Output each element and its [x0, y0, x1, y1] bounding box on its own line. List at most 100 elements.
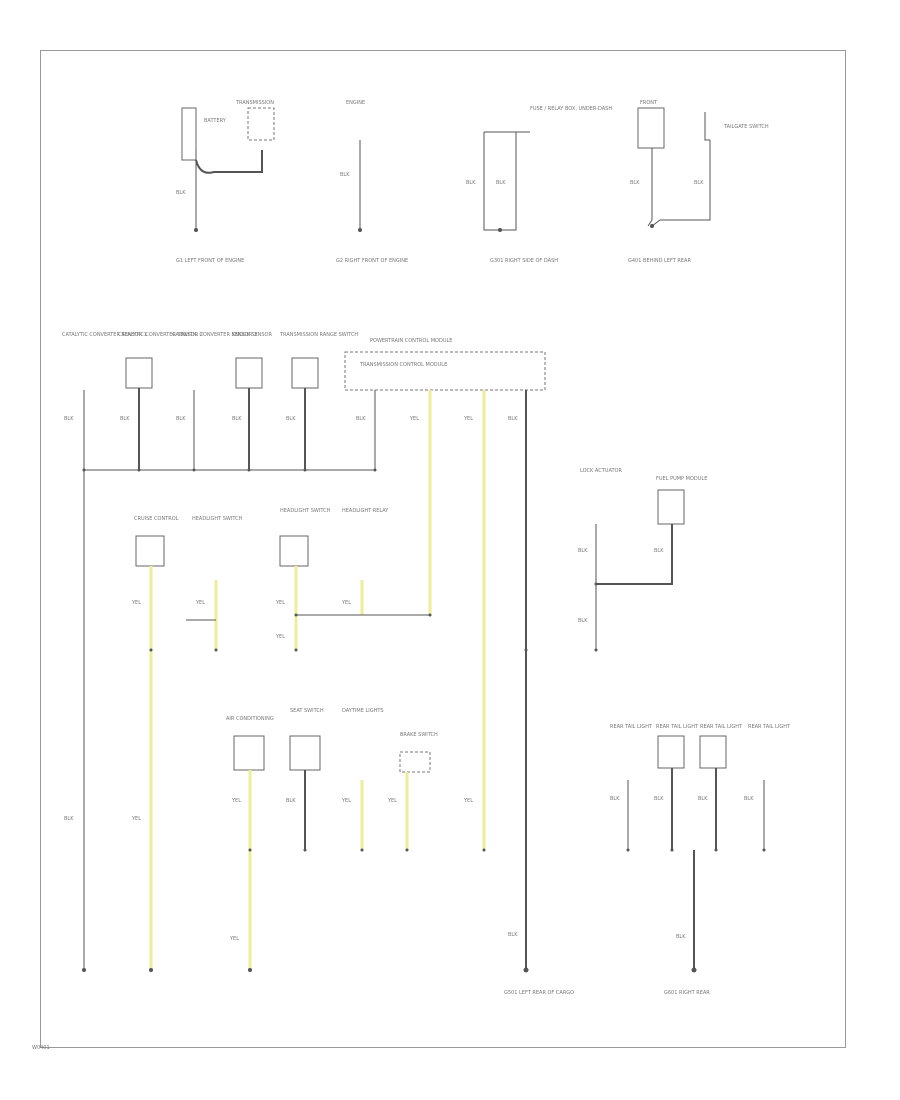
ground-label-g4: G401 BEHIND LEFT REAR [628, 258, 691, 264]
front-component [637, 107, 665, 149]
ground-point [691, 967, 697, 973]
wire-label: BLK [496, 180, 506, 186]
wire-label: YEL [463, 416, 473, 422]
splice-point [670, 848, 674, 852]
splice-point [137, 468, 141, 472]
rear-label-1: REAR TAIL LIGHT [610, 724, 653, 730]
fuel-pump-module [657, 489, 685, 525]
lower-label-1: CRUISE CONTROL [134, 516, 179, 522]
wire-label: BLK [508, 416, 518, 422]
wire-label: YEL [463, 798, 473, 804]
wire-label: YEL [131, 816, 141, 822]
diagram-frame [40, 50, 846, 1048]
wire-label: YEL [231, 798, 241, 804]
splice-point [247, 468, 251, 472]
ground-point [194, 228, 198, 232]
wire-label: BLK [654, 548, 664, 554]
wire [195, 150, 263, 174]
wire-label: BLK [356, 416, 366, 422]
splice-point [294, 613, 298, 617]
bottom-label-4: BRAKE SWITCH [400, 732, 438, 738]
ground-point [149, 968, 153, 972]
wire-label: BLK [508, 932, 518, 938]
mid-label-2: CATALYTIC CONVERTER SENSOR 2 [118, 332, 203, 338]
battery [181, 107, 197, 161]
fuse-box-note: FUSE / RELAY BOX, UNDER-DASH [530, 106, 612, 112]
wire [596, 524, 673, 585]
wire-label: BLK [176, 416, 186, 422]
battery-label: BATTERY [204, 118, 227, 124]
mid-component-2 [125, 357, 153, 389]
splice-point [149, 648, 153, 652]
wire-label: YEL [275, 600, 285, 606]
splice-point [626, 848, 630, 852]
cruise-control [135, 535, 165, 567]
splice-point [762, 848, 766, 852]
wire-label: YEL [131, 600, 141, 606]
wire-label: YEL [275, 634, 285, 640]
ground-label-g3: G301 RIGHT SIDE OF DASH [490, 258, 558, 264]
rear-light-2 [657, 735, 685, 769]
wire-label: BLK [286, 798, 296, 804]
bottom-label-3: DAYTIME LIGHTS [342, 708, 384, 714]
splice-point [405, 848, 409, 852]
splice-point [482, 848, 486, 852]
engine-ground-group: ENGINE BLK G2 RIGHT FRONT OF ENGINE [336, 100, 408, 264]
fuse-box-ground-group: FUSE / RELAY BOX, UNDER-DASH BLK BLK G30… [466, 106, 612, 264]
wire-label: YEL [229, 936, 239, 942]
splice-point [303, 468, 307, 472]
headlight-switch [279, 535, 309, 567]
battery-ground-group: TRANSMISSION BATTERY BLK G1 LEFT FRONT O… [176, 100, 275, 264]
splice-point [360, 848, 364, 852]
rear-label-3: REAR TAIL LIGHT [700, 724, 743, 730]
rear-label-2: REAR TAIL LIGHT [656, 724, 699, 730]
ground-label-g1: G1 LEFT FRONT OF ENGINE [176, 258, 244, 264]
mid-label-1: CATALYTIC CONVERTER SENSOR 1 [62, 332, 147, 338]
ground-point [358, 228, 362, 232]
ground-label-g2: G2 RIGHT FRONT OF ENGINE [336, 258, 408, 264]
wire [704, 112, 710, 141]
engine-label: ENGINE [346, 100, 365, 106]
right-label-2: FUEL PUMP MODULE [656, 476, 707, 482]
wire-label: BLK [698, 796, 708, 802]
rear-row: REAR TAIL LIGHT REAR TAIL LIGHT REAR TAI… [508, 724, 791, 970]
wire-label: BLK [610, 796, 620, 802]
bottom-label-1: AIR CONDITIONING [226, 716, 274, 722]
wire-label: BLK [630, 180, 640, 186]
mid-label-3: CATALYTIC CONVERTER SENSOR 3 [172, 332, 257, 338]
splice-point [373, 468, 377, 472]
brake-switch [399, 751, 431, 773]
ac-component [233, 735, 265, 771]
wire-label: BLK [578, 548, 588, 554]
splice-point [524, 648, 528, 652]
ground-point [82, 968, 86, 972]
front-label: FRONT [640, 100, 658, 106]
wire-label: YEL [195, 600, 205, 606]
wire-label: BLK [694, 180, 704, 186]
splice-point [248, 848, 252, 852]
ground-point [650, 224, 654, 228]
rear-light-3 [699, 735, 727, 769]
ground-label-g6: G601 RIGHT REAR [664, 990, 710, 996]
wire-label: BLK [64, 816, 74, 822]
footer-code: W0401 [32, 1045, 50, 1051]
seat-switch [289, 735, 321, 771]
pcm-module [344, 351, 546, 391]
wire-label: BLK [578, 618, 588, 624]
lower-row: CRUISE CONTROL HEADLIGHT SWITCH HEADLIGH… [131, 508, 430, 970]
ground-label-g5: G501 LEFT REAR OF CARGO [504, 990, 574, 996]
tailgate-note: TAILGATE SWITCH [723, 124, 769, 130]
trans-range-switch [291, 357, 319, 389]
wire-label: BLK [466, 180, 476, 186]
pcm-label-bottom: TRANSMISSION CONTROL MODULE [359, 362, 447, 368]
wire-label: YEL [387, 798, 397, 804]
splice-point [714, 848, 718, 852]
ground-point [248, 968, 252, 972]
ground-points [82, 224, 766, 973]
wire-label: YEL [341, 798, 351, 804]
splice-point [594, 582, 598, 586]
wire-label: BLK [176, 190, 186, 196]
pcm-label-top: POWERTRAIN CONTROL MODULE [370, 338, 452, 344]
transmission-label: TRANSMISSION [235, 100, 274, 106]
